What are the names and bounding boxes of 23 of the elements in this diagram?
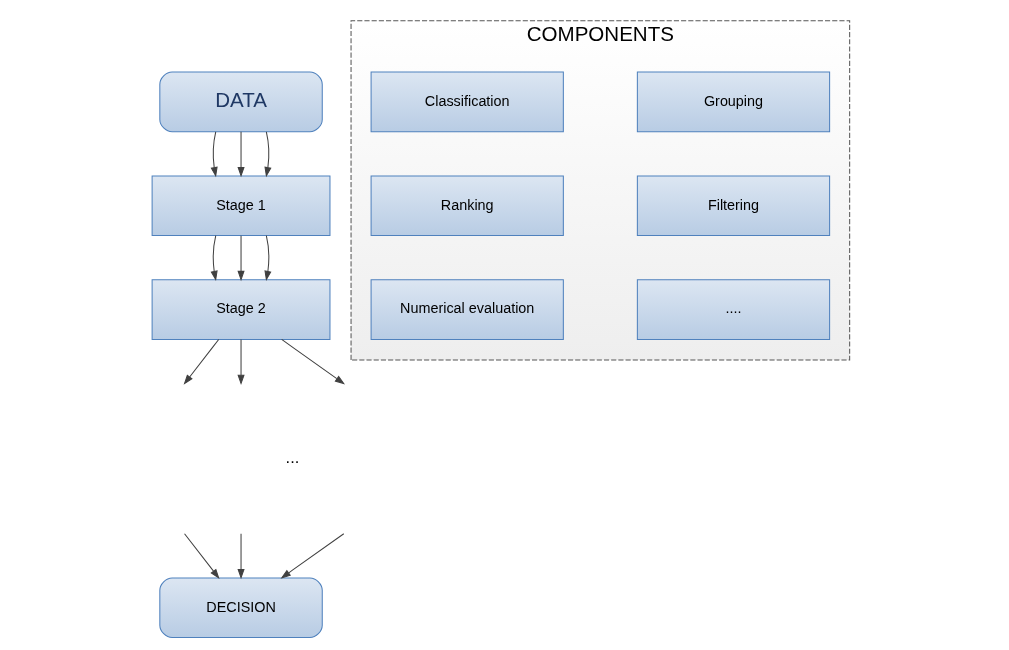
arrow: [210, 235, 218, 282]
node-box: Stage 1: [151, 175, 330, 237]
arrow: [183, 533, 220, 579]
node-box: Numerical evaluation: [370, 279, 564, 340]
arrow: [236, 338, 245, 386]
node-box: ....: [636, 279, 830, 340]
arrow: [236, 235, 245, 282]
arrow: [263, 235, 271, 282]
arrow: [280, 533, 344, 579]
arrow: [236, 131, 245, 178]
node-box: Stage 2: [151, 279, 330, 340]
arrow: [236, 533, 245, 580]
arrow: [280, 338, 345, 385]
node-box: DATA: [158, 71, 323, 133]
arrow: [183, 338, 219, 385]
arrow: [210, 131, 218, 178]
node-box: Filtering: [636, 175, 830, 237]
node-box: Classification: [370, 71, 564, 133]
label: ...: [285, 447, 299, 466]
arrow: [263, 131, 271, 178]
node-box: Grouping: [636, 71, 830, 133]
node-box: Ranking: [370, 175, 564, 237]
node-box: DECISION: [158, 577, 323, 639]
